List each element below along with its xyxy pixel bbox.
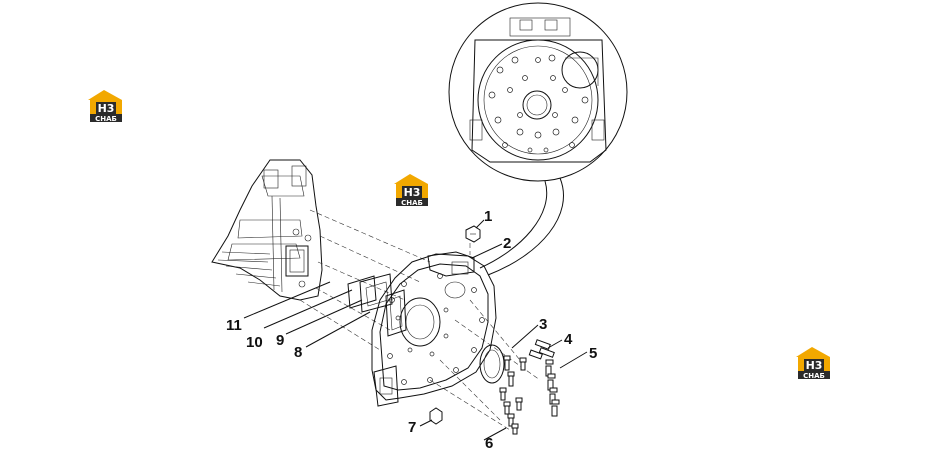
callout-10: 10 [246, 334, 263, 351]
nut-part-7 [429, 407, 443, 425]
bolts-part-5 [545, 359, 560, 417]
brand-logo-2: H3 CHAБ [394, 174, 428, 207]
callout-11: 11 [226, 317, 242, 334]
flywheel-housing [371, 251, 497, 407]
callout-8: 8 [294, 344, 302, 361]
callout-labels: 1 2 3 4 5 6 7 8 9 10 11 [226, 208, 597, 452]
adapter-plates [347, 273, 407, 337]
svg-text:H3: H3 [806, 359, 823, 372]
fasteners [429, 225, 560, 435]
callout-9: 9 [276, 332, 284, 349]
bolts-part-4 [528, 339, 555, 360]
svg-text:H3: H3 [404, 186, 421, 199]
oil-seal [479, 344, 505, 384]
brand-logo-1: H3 CHAБ [88, 90, 122, 123]
callout-2: 2 [503, 235, 511, 252]
inset-bolt-holes [488, 54, 589, 153]
svg-text:H3: H3 [98, 102, 115, 115]
callout-7: 7 [408, 419, 416, 436]
detail-inset [448, 2, 628, 276]
callout-4: 4 [564, 331, 573, 348]
engine-block [211, 159, 323, 301]
bolts-part-6 [499, 355, 527, 435]
callout-6: 6 [485, 435, 493, 452]
leader-lines [243, 219, 588, 441]
callout-3: 3 [539, 316, 547, 333]
brand-logo-3: H3 CHAБ [796, 347, 830, 380]
callout-1: 1 [484, 208, 492, 225]
nut-part-1 [465, 225, 481, 243]
inset-housing-face [469, 17, 607, 163]
callout-5: 5 [589, 345, 597, 362]
svg-text:CHAБ: CHAБ [401, 199, 423, 207]
svg-text:CHAБ: CHAБ [95, 115, 117, 123]
alignment-lines [299, 209, 541, 431]
housing-bolt-holes [387, 273, 485, 385]
svg-text:CHAБ: CHAБ [803, 372, 825, 380]
